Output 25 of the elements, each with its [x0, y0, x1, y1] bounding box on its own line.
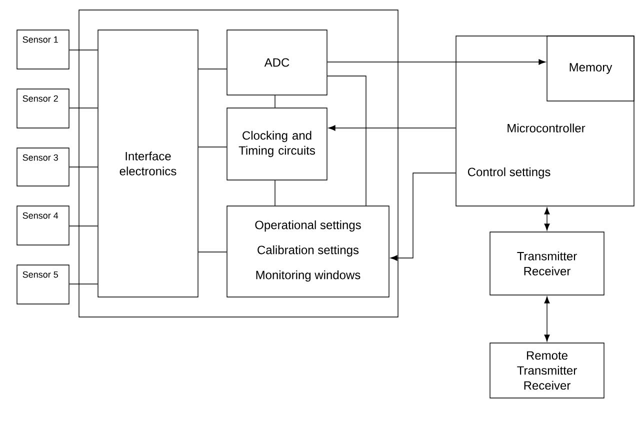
sensor-box: Sensor 1	[16, 30, 70, 70]
block-box: Clocking and Timing circuits	[226, 108, 328, 180]
connector-line	[198, 146, 227, 148]
arrow	[328, 125, 456, 131]
block-box: Transmitter Receiver	[490, 232, 604, 296]
block-box: Remote Transmitter Receiver	[490, 342, 604, 398]
block-box: ADC	[226, 30, 328, 96]
arrow	[327, 59, 546, 65]
sensor-box: Sensor 3	[16, 148, 70, 186]
connector-line	[69, 166, 98, 168]
node-label: Control settings	[468, 167, 550, 179]
node-label: Microcontroller	[508, 124, 586, 132]
sensor-box: Sensor 2	[16, 88, 70, 128]
block-box: Operational settings Calibration settings Monitoring windows	[226, 206, 390, 298]
sensor-box: Sensor 4	[16, 206, 70, 246]
connector-line	[198, 68, 227, 70]
memory-box: Memory	[546, 36, 634, 102]
block-box: Interface electronics	[98, 30, 198, 298]
connector-line	[327, 76, 366, 206]
sensor-box: Sensor 5	[16, 264, 70, 304]
arrow	[390, 172, 456, 261]
arrow	[544, 296, 550, 342]
connector-line	[274, 180, 276, 206]
arrow	[544, 207, 550, 231]
connector-line	[274, 95, 276, 108]
